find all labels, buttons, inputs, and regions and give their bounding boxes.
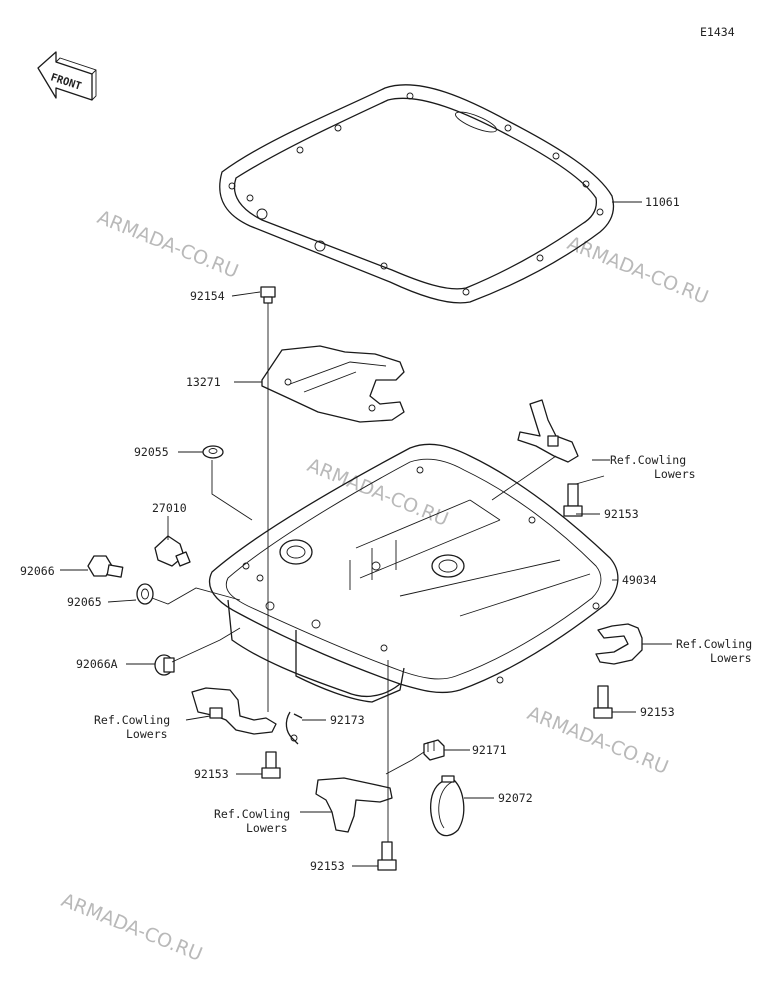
plug-92066a bbox=[154, 654, 175, 676]
ref-cowling-upper-right-line2: Lowers bbox=[654, 467, 696, 481]
baffle-plate bbox=[261, 345, 405, 423]
label-92066: 92066 bbox=[20, 564, 55, 578]
oil-pan-gasket bbox=[219, 84, 615, 304]
label-92153-bottom: 92153 bbox=[310, 859, 345, 873]
ref-cowling-mid-right-line2: Lowers bbox=[710, 651, 752, 665]
ref-cowling-upper-right-line1: Ref.Cowling bbox=[610, 453, 686, 467]
part-labels: 11061 92154 13271 92055 27010 92066 9206… bbox=[20, 195, 752, 873]
cowling-bracket-bottom bbox=[315, 777, 393, 833]
gasket-92065 bbox=[136, 583, 154, 605]
ref-cowling-left-line1: Ref.Cowling bbox=[94, 713, 170, 727]
ref-cowling-left-line2: Lowers bbox=[126, 727, 168, 741]
label-92055: 92055 bbox=[134, 445, 169, 459]
cowling-bracket-upper-right bbox=[517, 399, 579, 463]
drain-bolt-92066 bbox=[87, 555, 124, 578]
cowling-bracket-mid-right bbox=[595, 623, 643, 665]
bolt-92153-mid-right bbox=[593, 685, 613, 719]
label-92171: 92171 bbox=[472, 743, 507, 757]
label-92153-left: 92153 bbox=[194, 767, 229, 781]
bolt-92153-bottom bbox=[377, 841, 397, 871]
label-49034: 49034 bbox=[622, 573, 657, 587]
label-92173: 92173 bbox=[330, 713, 365, 727]
leader-lines bbox=[60, 201, 672, 867]
label-92066a: 92066A bbox=[76, 657, 118, 671]
label-92154: 92154 bbox=[190, 289, 225, 303]
bolt-92153-upper-right bbox=[563, 483, 583, 517]
label-92153-upper-right: 92153 bbox=[604, 507, 639, 521]
oil-pan bbox=[208, 443, 619, 703]
label-92153-mid-right: 92153 bbox=[640, 705, 675, 719]
label-92072: 92072 bbox=[498, 791, 533, 805]
cowling-bracket-left bbox=[191, 687, 277, 735]
band-92072 bbox=[429, 775, 465, 837]
clamp-92171 bbox=[423, 739, 445, 761]
front-arrow-icon: FRONT bbox=[37, 51, 97, 101]
diagram-code: E1434 bbox=[700, 25, 735, 39]
ref-cowling-bottom-line2: Lowers bbox=[246, 821, 288, 835]
label-11061: 11061 bbox=[645, 195, 680, 209]
label-13271: 13271 bbox=[186, 375, 221, 389]
washer-92055 bbox=[202, 445, 224, 459]
watermark-5: ARMADA-CO.RU bbox=[58, 889, 205, 966]
watermark-1: ARMADA-CO.RU bbox=[94, 206, 241, 283]
label-92065: 92065 bbox=[67, 595, 102, 609]
label-27010: 27010 bbox=[152, 501, 187, 515]
ref-cowling-mid-right-line1: Ref.Cowling bbox=[676, 637, 752, 651]
ref-cowling-bottom-line1: Ref.Cowling bbox=[214, 807, 290, 821]
watermark-2: ARMADA-CO.RU bbox=[564, 232, 711, 309]
oil-pressure-switch bbox=[154, 535, 191, 567]
bolt-92154 bbox=[260, 286, 276, 304]
clip-92173 bbox=[285, 711, 303, 745]
bolt-92153-left bbox=[261, 751, 281, 779]
